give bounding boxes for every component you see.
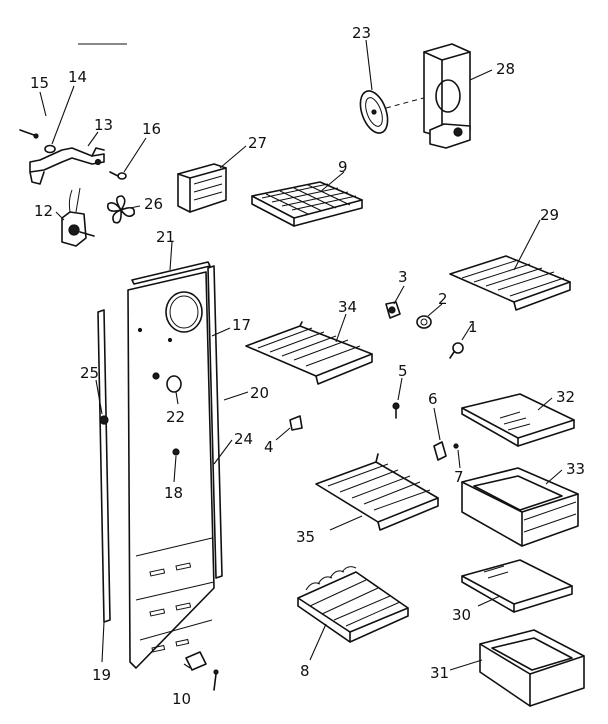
callout-34: 34: [338, 298, 357, 316]
callout-33: 33: [566, 460, 585, 478]
callout-20: 20: [250, 384, 269, 402]
part-13-bracket: [29, 147, 105, 185]
part-7-screw: [453, 443, 459, 449]
callout-2: 2: [438, 290, 448, 308]
part-3-fitting: [385, 301, 401, 319]
part-28-fan-housing: [423, 43, 471, 149]
part-35-wire-basket: [315, 453, 439, 531]
callout-14: 14: [68, 68, 87, 86]
callout-16: 16: [142, 120, 161, 138]
callout-31: 31: [430, 664, 449, 682]
part-32-crisper-cover: [461, 393, 575, 447]
callout-1: 1: [468, 318, 478, 336]
callout-13: 13: [94, 116, 113, 134]
part-19-left-strip: [97, 309, 111, 623]
callout-15: 15: [30, 74, 49, 92]
part-21-top-strip: [131, 261, 211, 285]
part-31-crisper-drawer: [479, 629, 585, 707]
rear-panel: [127, 271, 215, 669]
callout-24: 24: [234, 430, 253, 448]
callout-3: 3: [398, 268, 408, 286]
callout-28: 28: [496, 60, 515, 78]
part-16-screw: [109, 171, 127, 180]
callout-12: 12: [34, 202, 53, 220]
part-33-crisper-drawer: [461, 467, 579, 547]
part-27-cover: [177, 163, 227, 213]
callout-35: 35: [296, 528, 315, 546]
callout-32: 32: [556, 388, 575, 406]
part-30-crisper-cover: [461, 559, 573, 613]
part-17-edge-strip: [207, 265, 223, 579]
callout-25: 25: [80, 364, 99, 382]
callout-19: 19: [92, 666, 111, 684]
callout-18: 18: [164, 484, 183, 502]
part-8-wire-basket: [297, 566, 409, 643]
part-22-grommet: [152, 372, 182, 393]
part-15-screw: [19, 129, 39, 139]
callout-26: 26: [144, 195, 163, 213]
part-10-bracket: [185, 651, 219, 691]
callout-8: 8: [300, 662, 310, 680]
callout-27: 27: [248, 134, 267, 152]
part-5-screw: [392, 402, 400, 419]
part-4-clip: [289, 415, 303, 431]
callout-17: 17: [232, 316, 251, 334]
callout-23: 23: [352, 24, 371, 42]
part-23-fan-guard: [359, 90, 447, 134]
callout-5: 5: [398, 362, 408, 380]
callout-21: 21: [156, 228, 175, 246]
part-1-fitting: [449, 342, 464, 359]
callout-29: 29: [540, 206, 559, 224]
part-26-fan-blade: [106, 195, 136, 224]
part-18-screw: [172, 448, 180, 456]
callout-labels: 15 14 13 16 12 26 27 9 23 28 21 17 20 24…: [30, 24, 585, 708]
part-29-wire-shelf: [449, 255, 571, 311]
part-25-clip: [99, 415, 109, 425]
callout-30: 30: [452, 606, 471, 624]
part-2-fitting: [416, 315, 432, 329]
part-12-fan-motor: [61, 187, 95, 247]
callout-7: 7: [454, 468, 464, 486]
part-34-wire-shelf: [245, 321, 373, 385]
part-9-ice-tray: [251, 181, 363, 227]
part-6-bracket: [433, 441, 447, 461]
leader-lines: [39, 39, 563, 671]
callout-6: 6: [428, 390, 438, 408]
part-14-washer: [44, 144, 56, 154]
callout-22: 22: [166, 408, 185, 426]
callout-10: 10: [172, 690, 191, 708]
callout-9: 9: [338, 158, 348, 176]
callout-4: 4: [264, 438, 274, 456]
